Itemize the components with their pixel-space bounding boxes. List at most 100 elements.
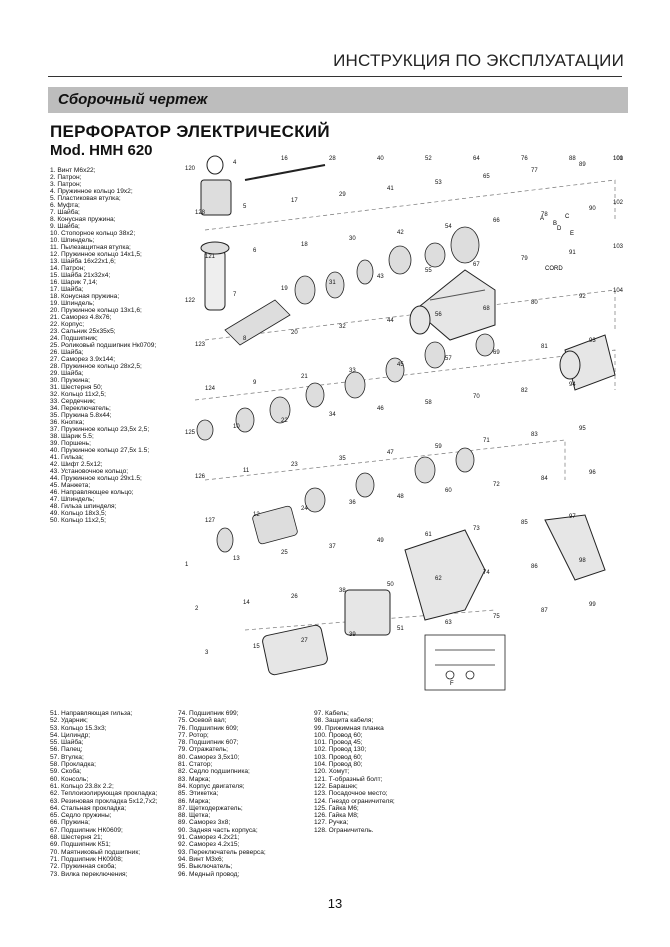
callout-number: 50 xyxy=(387,582,394,588)
callout-number: 92 xyxy=(579,294,586,300)
part-entry: 67. Подшипник НК0609; xyxy=(50,826,123,834)
part-entry: 18. Конусная пружина; xyxy=(50,293,120,300)
callout-number: 3 xyxy=(205,650,209,656)
callout-number: 32 xyxy=(339,324,346,330)
part-entry: 23. Сальник 25х35х5; xyxy=(50,328,116,335)
part-entry: 84. Корпус двигателя; xyxy=(178,782,245,790)
part-entry: 95. Выключатель; xyxy=(178,863,233,871)
callout-number: 79 xyxy=(521,256,528,262)
diagram-letter-label: E xyxy=(570,231,574,237)
diagram-letter-label: D xyxy=(557,226,562,232)
callout-number: 96 xyxy=(589,470,596,476)
callout-number: 126 xyxy=(195,474,206,480)
parts-list-bottom-col-3: 97. Кабель;98. Защита кабеля;99. Прижимн… xyxy=(314,710,464,834)
part-entry: 88. Щетка; xyxy=(178,812,211,820)
part-entry: 101. Провод 45; xyxy=(314,739,363,747)
mode-switch-housing xyxy=(559,334,616,391)
callout-number: 2 xyxy=(195,606,199,612)
callout-number: 34 xyxy=(329,412,336,418)
part-entry: 25. Роликовый подшипник Нк0709; xyxy=(50,342,157,349)
part-entry: 120. Хомут; xyxy=(314,768,350,776)
callout-number: 65 xyxy=(483,174,490,180)
part-entry: 46. Направляющее кольцо; xyxy=(50,489,134,496)
callout-number: 39 xyxy=(349,632,356,638)
callout-number: 95 xyxy=(579,426,586,432)
callout-number: 87 xyxy=(541,608,548,614)
part-entry: 35. Пружина 5.8х44; xyxy=(50,412,112,419)
callout-number: 26 xyxy=(291,594,298,600)
part-entry: 122. Барашек; xyxy=(314,782,358,790)
part-entry: 29. Шайба; xyxy=(50,370,84,377)
part-entry: 90. Задняя часть корпуса; xyxy=(178,826,258,834)
callout-number: 83 xyxy=(531,432,538,438)
part-entry: 100. Провод 60; xyxy=(314,731,363,739)
callout-number: 89 xyxy=(579,162,586,168)
part-entry: 16. Шарик 7,14; xyxy=(50,279,98,286)
part-entry: 27. Саморез 3.9х144; xyxy=(50,356,116,363)
header-rule xyxy=(48,76,622,77)
part-entry: 34. Переключатель; xyxy=(50,405,111,412)
parts-list-bottom-col-1: 51. Направляющая гильза;52. Ударник;53. … xyxy=(50,710,200,878)
callout-number: 47 xyxy=(387,450,394,456)
diagram-letter-label: CORD xyxy=(545,266,563,272)
part-entry: 82. Седло подшипника; xyxy=(178,768,250,776)
part-entry: 5. Пластиковая втулка; xyxy=(50,195,121,202)
part-entry: 73. Вилка переключения; xyxy=(50,870,128,878)
part-entry: 44. Пружинное кольцо 29х1.5; xyxy=(50,475,142,482)
part-entry: 87. Щеткодержатель; xyxy=(178,804,243,812)
product-model: Mod. HMH 620 xyxy=(50,142,153,159)
callout-number: 18 xyxy=(301,242,308,248)
part-entry: 24. Подшипник; xyxy=(50,335,98,342)
part-entry: 39. Поршень; xyxy=(50,440,91,447)
part-entry: 17. Шайба; xyxy=(50,286,84,293)
part-entry: 91. Саморез 4.2х21; xyxy=(178,834,240,842)
callout-number: 103 xyxy=(613,244,624,250)
part-entry: 50. Кольцо 11х2,5; xyxy=(50,517,106,524)
rotor-row xyxy=(216,447,475,553)
callout-number: 67 xyxy=(473,262,480,268)
part-entry: 128. Ограничитель. xyxy=(314,826,374,834)
part-entry: 15. Шайба 21х32х4; xyxy=(50,272,111,279)
product-title: ПЕРФОРАТОР ЭЛЕКТРИЧЕСКИЙ xyxy=(50,122,330,141)
callout-number: 62 xyxy=(435,576,442,582)
part-entry: 32. Кольцо 11х2,5; xyxy=(50,391,106,398)
part-entry: 19. Шпиндель; xyxy=(50,300,95,307)
callout-number: 59 xyxy=(435,444,442,450)
part-entry: 57. Втулка; xyxy=(50,753,84,761)
callout-number: 12 xyxy=(253,512,260,518)
part-entry: 89. Саморез 3х8; xyxy=(178,819,231,827)
part-entry: 75. Осевой вал; xyxy=(178,717,227,725)
part-entry: 63. Резиновая прокладка 5х12,7х2; xyxy=(50,797,158,805)
part-entry: 56. Палец; xyxy=(50,746,83,754)
part-entry: 70. Маятниковый подшипник; xyxy=(50,848,141,856)
callout-number: 49 xyxy=(377,538,384,544)
callout-number: 125 xyxy=(185,430,196,436)
part-entry: 38. Шарик 5.5; xyxy=(50,433,94,440)
part-entry: 22. Корпус; xyxy=(50,321,85,328)
part-entry: 66. Пружина; xyxy=(50,819,90,827)
callout-number: 73 xyxy=(473,526,480,532)
part-entry: 126. Гайка М8; xyxy=(314,812,359,820)
part-entry: 2. Патрон; xyxy=(50,174,82,181)
diagram-letter-label: C xyxy=(565,214,570,220)
part-entry: 94. Винт М3х6; xyxy=(178,855,224,863)
callout-number: 82 xyxy=(521,388,528,394)
part-entry: 41. Гильза; xyxy=(50,454,84,461)
callout-number: 43 xyxy=(377,274,384,280)
part-entry: 13. Шайба 16х22х1,6; xyxy=(50,258,116,265)
callout-number: 55 xyxy=(425,268,432,274)
callout-number: 58 xyxy=(425,400,432,406)
callout-number: 19 xyxy=(281,286,288,292)
callout-number: 31 xyxy=(329,280,336,286)
motor-housing-assembly xyxy=(262,514,606,676)
part-entry: 62. Теплоизолирующая прокладка; xyxy=(50,790,158,798)
callout-number: 85 xyxy=(521,520,528,526)
callout-number: 37 xyxy=(329,544,336,550)
callout-number: 93 xyxy=(589,338,596,344)
part-entry: 30. Пружина; xyxy=(50,377,90,384)
part-entry: 37. Пружинное кольцо 23,5х 2,5; xyxy=(50,426,150,433)
part-entry: 10. Шпиндель; xyxy=(50,237,95,244)
callout-number: 14 xyxy=(243,600,250,606)
wiring-diagram xyxy=(424,634,506,691)
gearbox-housing xyxy=(409,269,496,341)
